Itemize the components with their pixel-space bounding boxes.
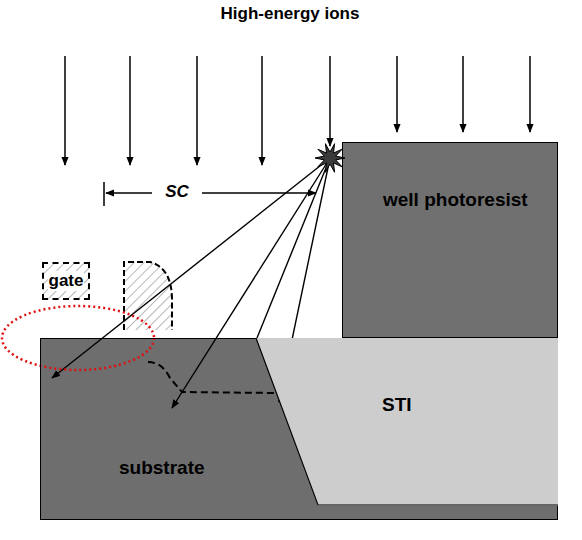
ion-arrow	[196, 56, 198, 165]
gate-hatch	[42, 262, 90, 300]
region-label: STI	[382, 394, 412, 416]
photoresist-block: well photoresist	[342, 142, 558, 338]
ion-arrow	[129, 56, 131, 165]
sti-fill	[256, 338, 558, 506]
dimension-label: SC	[165, 182, 189, 202]
ion-arrow	[329, 56, 331, 146]
impact-burst	[315, 144, 345, 173]
scatter-ray	[257, 158, 330, 338]
sti-region: STI	[256, 338, 558, 506]
region-label: well photoresist	[383, 189, 533, 211]
ion-arrow	[261, 56, 263, 165]
ion-arrow	[462, 56, 464, 132]
dimension-arrow	[106, 192, 152, 194]
region-label: gate	[48, 271, 85, 291]
dimension-arrow	[202, 192, 316, 194]
ion-arrow	[64, 56, 66, 165]
ion-arrow	[529, 56, 531, 132]
region-label: substrate	[119, 457, 205, 479]
sti-outline	[256, 338, 558, 505]
photoresist-fill	[342, 142, 558, 338]
ion-arrows	[65, 56, 530, 165]
gate-box: gate	[42, 262, 90, 300]
ion-arrow	[396, 56, 398, 132]
substrate-region: substrate STI	[40, 338, 558, 520]
ion-beam-title: High-energy ions	[221, 4, 360, 24]
substrate-fill	[40, 338, 558, 520]
dimension-tick	[103, 182, 105, 206]
impact-burst	[315, 144, 345, 173]
well-boundary	[148, 362, 276, 393]
spacer-shape	[124, 262, 172, 330]
sti-shape	[256, 338, 558, 506]
